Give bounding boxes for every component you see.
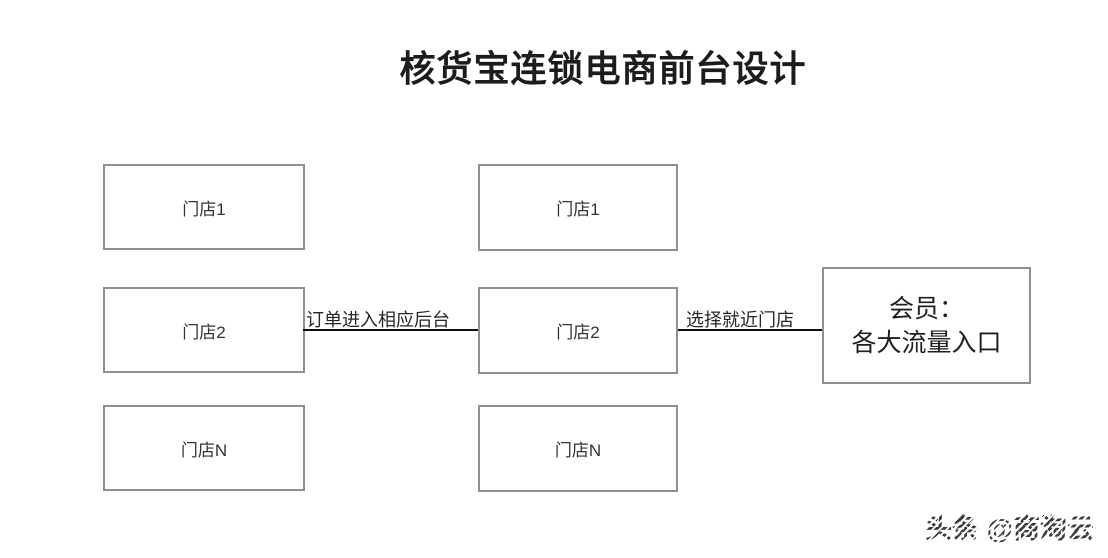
member-box-line2: 各大流量入口 bbox=[851, 328, 1002, 357]
connector-line-left bbox=[303, 329, 478, 331]
store-box-left-2: 门店2 bbox=[103, 287, 305, 373]
member-box-line1: 会员： bbox=[888, 294, 964, 323]
connector-label-order-to-backend: 订单进入相应后台 bbox=[306, 310, 450, 330]
store-box-label: 门店2 bbox=[556, 323, 600, 342]
store-box-label: 门店2 bbox=[182, 322, 226, 342]
member-box: 会员： 各大流量入口 bbox=[822, 267, 1031, 384]
store-box-middle-n: 门店N bbox=[478, 405, 678, 492]
store-box-left-1: 门店1 bbox=[103, 164, 305, 250]
connector-line-right bbox=[678, 329, 822, 331]
store-box-label: 门店1 bbox=[556, 200, 600, 219]
toutiao-watermark: 头条 @商淘云 bbox=[923, 505, 1096, 548]
store-box-label: 门店N bbox=[554, 441, 602, 460]
store-box-left-n: 门店N bbox=[103, 405, 305, 491]
connector-label-choose-nearby-store: 选择就近门店 bbox=[686, 310, 794, 330]
store-box-middle-2: 门店2 bbox=[478, 287, 678, 374]
store-box-middle-1: 门店1 bbox=[478, 164, 678, 251]
store-box-label: 门店1 bbox=[182, 199, 226, 219]
page-title: 核货宝连锁电商前台设计 bbox=[399, 48, 807, 89]
store-box-label: 门店N bbox=[180, 440, 228, 460]
